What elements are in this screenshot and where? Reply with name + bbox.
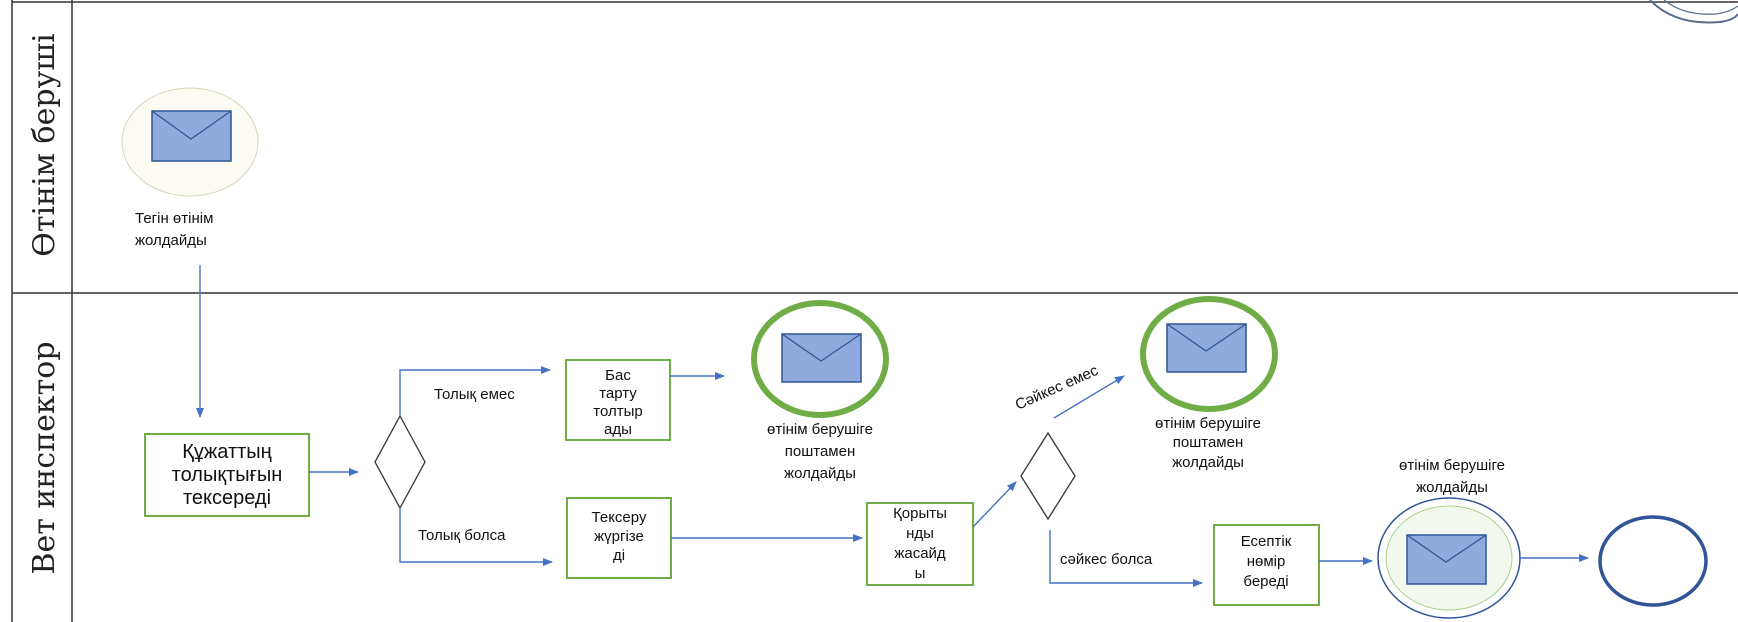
flow-incomplete <box>399 366 551 416</box>
task-inspection-line-1: Тексеру <box>592 509 647 526</box>
edge-label-incomplete: Толық емес <box>434 386 515 403</box>
lane-title-applicant: Өтінім беруші <box>27 33 62 256</box>
flow-match <box>1049 530 1203 587</box>
lane-title-inspector: Вет инспектор <box>27 341 62 574</box>
final-mail-label-1: өтінім берушіге <box>1399 457 1505 474</box>
task-refusal-line-4: ады <box>604 421 632 438</box>
start-event <box>121 87 259 197</box>
mail-mismatch-label-1: өтінім берушіге <box>1155 415 1261 432</box>
task-refusal-line-3: толтыр <box>593 403 642 420</box>
mail-mismatch-label-2: поштамен <box>1173 434 1243 451</box>
task-conclusion-line-1: Қорыты <box>893 505 947 522</box>
edge-label-not-match: Сәйкес емес <box>1013 362 1101 414</box>
gateway-compliance <box>1020 431 1076 521</box>
task-check-line-1: Құжаттың <box>182 441 271 463</box>
seal-fragment <box>1649 0 1738 24</box>
task-inspection: Тексеру жүргізе ді <box>566 497 672 579</box>
mail-event-final <box>1377 497 1521 619</box>
gateway-completeness <box>374 414 426 510</box>
envelope-icon <box>151 110 232 162</box>
envelope-icon <box>781 333 862 383</box>
flow-complete <box>399 508 553 566</box>
mail-event-mismatch <box>1140 296 1278 412</box>
task-conclusion: Қорыты нды жасайд ы <box>866 502 974 586</box>
final-mail-label-2: жолдайды <box>1416 479 1488 496</box>
start-label-line-2: жолдайды <box>135 232 207 249</box>
task-report-line-2: нөмір <box>1247 553 1286 570</box>
mail-refusal-label-2: поштамен <box>785 443 855 460</box>
task-report-line-1: Есептік <box>1241 533 1292 550</box>
task-refusal: Бас тарту толтыр ады <box>565 359 671 441</box>
start-label-line-1: Тегін өтінім <box>135 210 213 227</box>
task-conclusion-line-4: ы <box>915 565 926 582</box>
task-inspection-line-3: ді <box>613 547 625 564</box>
task-refusal-line-2: тарту <box>599 385 637 402</box>
task-refusal-line-1: Бас <box>605 367 631 384</box>
mail-refusal-label-1: өтінім берушіге <box>767 421 873 438</box>
end-event <box>1598 515 1708 607</box>
task-check-line-2: толықтығын <box>172 464 283 486</box>
envelope-icon <box>1166 323 1247 373</box>
task-check-documents: Құжаттың толықтығын тексереді <box>144 433 310 517</box>
edge-label-match: сәйкес болса <box>1060 551 1153 568</box>
mail-mismatch-label-3: жолдайды <box>1172 454 1244 471</box>
task-report-line-3: береді <box>1243 573 1288 590</box>
task-conclusion-line-3: жасайд <box>894 545 946 562</box>
mail-event-refusal <box>751 300 889 418</box>
flow-conclusion-to-gateway <box>972 481 1017 528</box>
swimlane-frame <box>11 0 1738 622</box>
task-check-line-3: тексереді <box>183 487 271 509</box>
mail-refusal-label-3: жолдайды <box>784 465 856 482</box>
envelope-icon <box>1406 534 1487 585</box>
edge-label-complete: Толық болса <box>418 527 506 544</box>
task-report-number: Есептік нөмір береді <box>1213 524 1320 606</box>
flow-not-match <box>1053 375 1125 419</box>
task-inspection-line-2: жүргізе <box>594 528 644 545</box>
task-conclusion-line-2: нды <box>906 525 934 542</box>
